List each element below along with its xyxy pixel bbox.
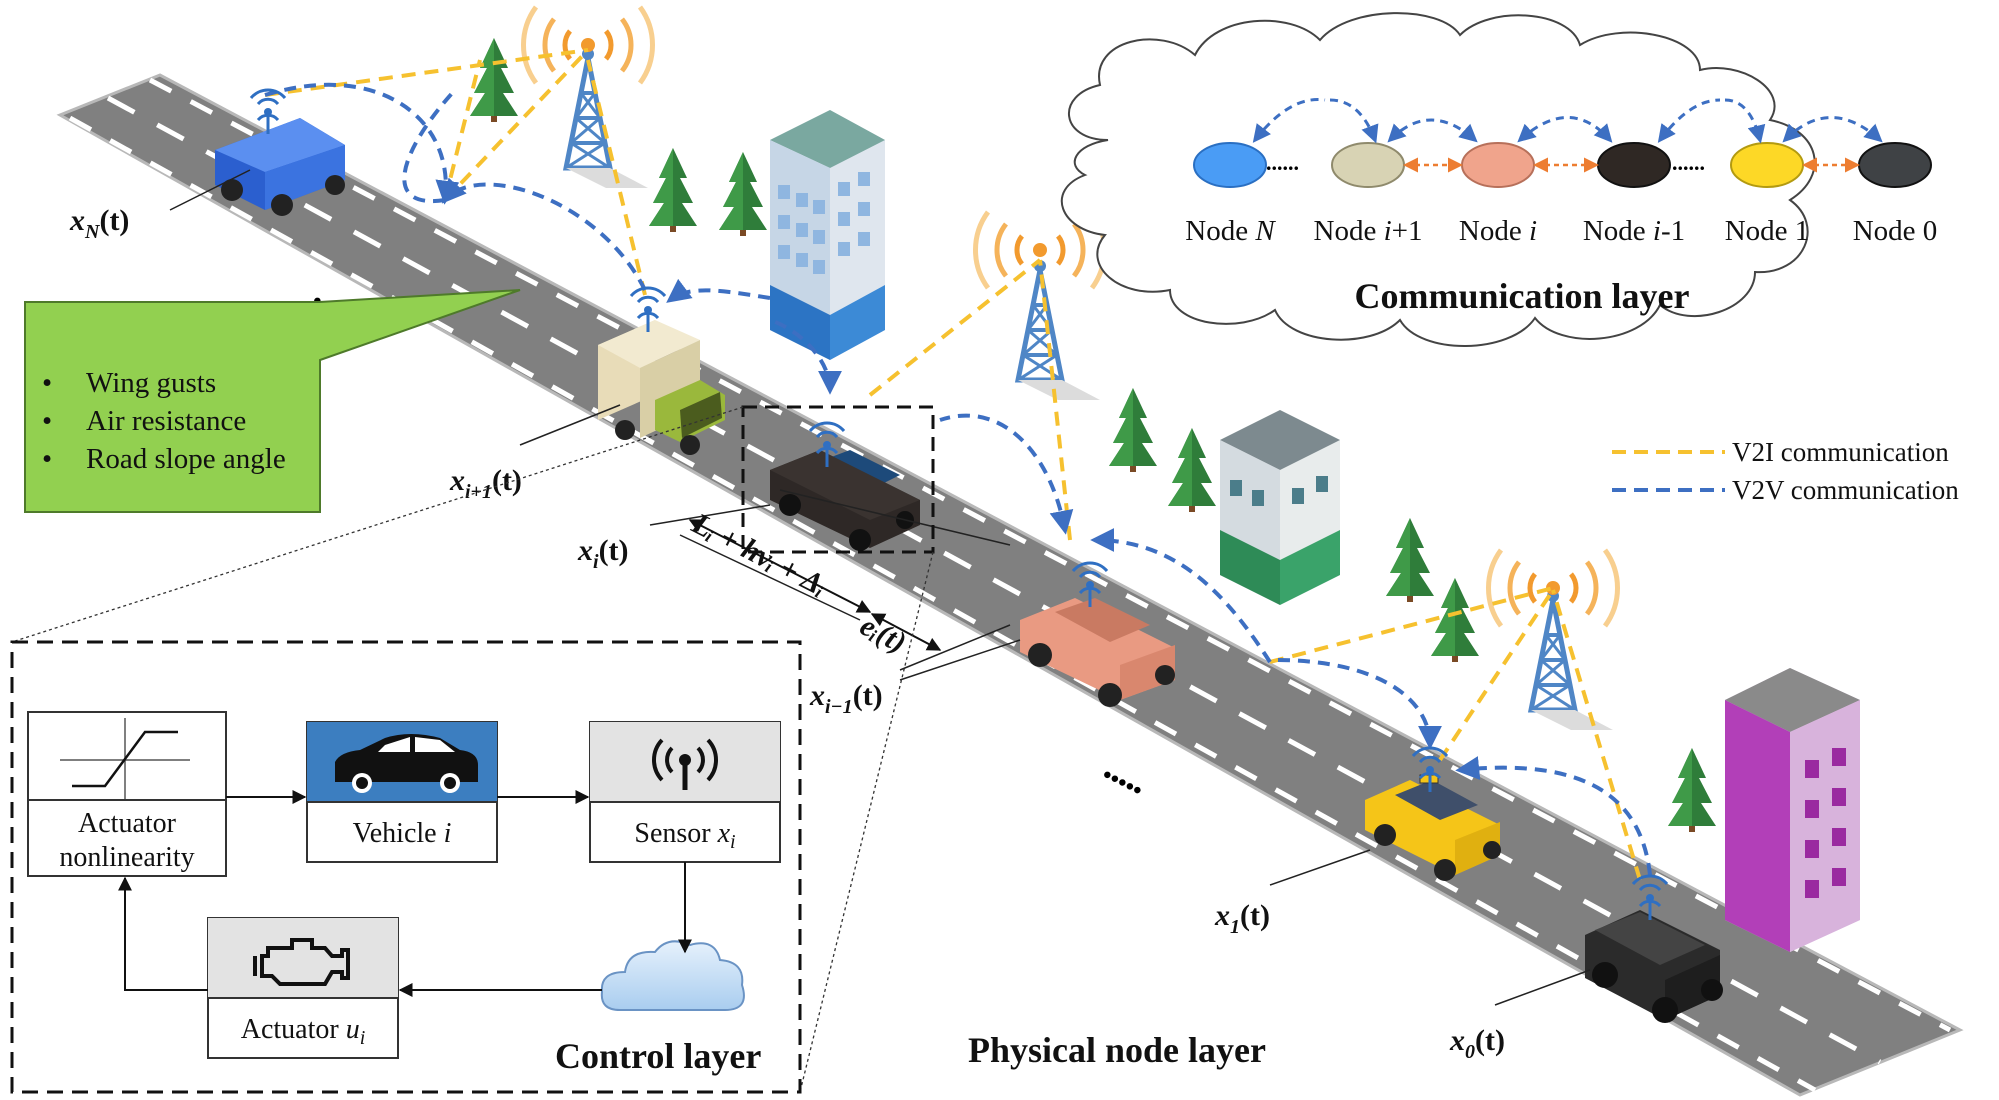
building-icon-2 — [1220, 410, 1340, 605]
network-cloud-icon — [600, 940, 745, 1011]
node-1-ellipse — [1730, 142, 1804, 188]
actuator-nonlinearity-label-line2: nonlinearity — [59, 842, 194, 873]
node-gap-ellipsis: ...... — [1266, 150, 1299, 175]
label-x-n: xN(t) — [69, 204, 129, 243]
legend: V2I communication V2V communication — [1612, 437, 1959, 505]
label-x-i-plus-1: xi+1(t) — [449, 464, 522, 503]
actuator-block-label: Actuator ui — [241, 1014, 366, 1049]
node-0-label: Node 0 — [1853, 215, 1938, 247]
vehicle-node-i — [770, 421, 920, 551]
disturbance-bullet: • — [42, 367, 52, 399]
label-x-1: x1(t) — [1214, 899, 1270, 938]
vehicle-node-0 — [1585, 874, 1723, 1023]
tower-icon-3 — [1488, 550, 1617, 730]
disturbance-bullet: • — [42, 443, 52, 475]
vehicle-node-1 — [1365, 746, 1501, 881]
vehicle-node-n — [215, 88, 345, 216]
saturation-icon — [60, 718, 190, 800]
node-n-ellipse — [1193, 142, 1267, 188]
spacing-error-label: eᵢ(t) — [855, 609, 912, 660]
legend-v2v-label: V2V communication — [1732, 475, 1959, 505]
tree-icon — [1109, 388, 1157, 472]
v2v-links — [264, 82, 1652, 876]
node-i-label: Node i — [1459, 215, 1537, 247]
node-i-minus-1-ellipse — [1597, 142, 1671, 188]
node-0-ellipse — [1858, 142, 1932, 188]
tree-icon — [649, 148, 697, 232]
tree-icon — [470, 38, 518, 122]
engine-icon — [253, 938, 350, 986]
vehicle-node-i-plus-1 — [598, 286, 725, 455]
tree-icon — [1668, 748, 1716, 832]
node-1-label: Node 1 — [1725, 215, 1810, 247]
vehicle-node-i-minus-1 — [1020, 561, 1175, 707]
signal-icon — [523, 7, 652, 83]
antenna-icon — [652, 738, 718, 790]
disturbance-item-wing-gusts: Wing gusts — [86, 367, 216, 399]
tree-icon — [719, 152, 767, 236]
tree-icon — [1386, 518, 1434, 602]
physical-node-layer-title: Physical node layer — [968, 1030, 1266, 1070]
tower-icon-2 — [975, 212, 1104, 400]
node-n-label: Node N — [1185, 215, 1276, 247]
label-x-i-minus-1: xi−1(t) — [809, 679, 883, 718]
actuator-nonlinearity-block — [27, 711, 227, 877]
node-gap-ellipsis: ...... — [1672, 150, 1705, 175]
focus-box — [741, 405, 935, 554]
building-icon-1 — [770, 110, 885, 360]
node-i-ellipse — [1461, 142, 1535, 188]
car-icon — [335, 734, 478, 793]
signal-icon — [1488, 550, 1617, 626]
disturbance-bullet: • — [42, 405, 52, 437]
v2i-links — [264, 48, 1642, 881]
tree-icon — [1168, 428, 1216, 512]
control-layer-title: Control layer — [555, 1036, 761, 1076]
node-i-plus-1-ellipse — [1331, 142, 1405, 188]
disturbance-item-road-slope: Road slope angle — [86, 443, 286, 475]
building-icon-3 — [1725, 668, 1860, 952]
disturbance-callout: • Wing gusts • Air resistance • Road slo… — [24, 289, 521, 513]
sensor-block-label: Sensor xi — [634, 818, 735, 853]
vehicle-labels: xN(t) xi+1(t) xi(t) xi−1(t) x1(t) x0(t) — [69, 169, 1591, 1063]
node-i-minus-1-label: Node i-1 — [1583, 215, 1685, 247]
label-x-0: x0(t) — [1449, 1024, 1505, 1063]
road-ellipsis-lower: ••••• — [1097, 762, 1146, 804]
label-x-i: xi(t) — [577, 534, 629, 573]
control-layer: Actuator nonlinearity Vehicle i Sensor x… — [10, 640, 802, 1094]
actuator-nonlinearity-label-line1: Actuator — [78, 808, 177, 839]
vehicle-block-label: Vehicle i — [353, 818, 452, 849]
communication-layer-title: Communication layer — [1355, 276, 1690, 316]
disturbance-box — [24, 289, 521, 513]
disturbance-list: • Wing gusts • Air resistance • Road slo… — [42, 367, 286, 475]
node-i-plus-1-label: Node i+1 — [1314, 215, 1423, 247]
communication-cloud: ...... ...... Node N Node i+1 Node i Nod… — [1060, 12, 1938, 347]
legend-v2i-label: V2I communication — [1732, 437, 1949, 467]
disturbance-item-air-resistance: Air resistance — [86, 405, 246, 437]
